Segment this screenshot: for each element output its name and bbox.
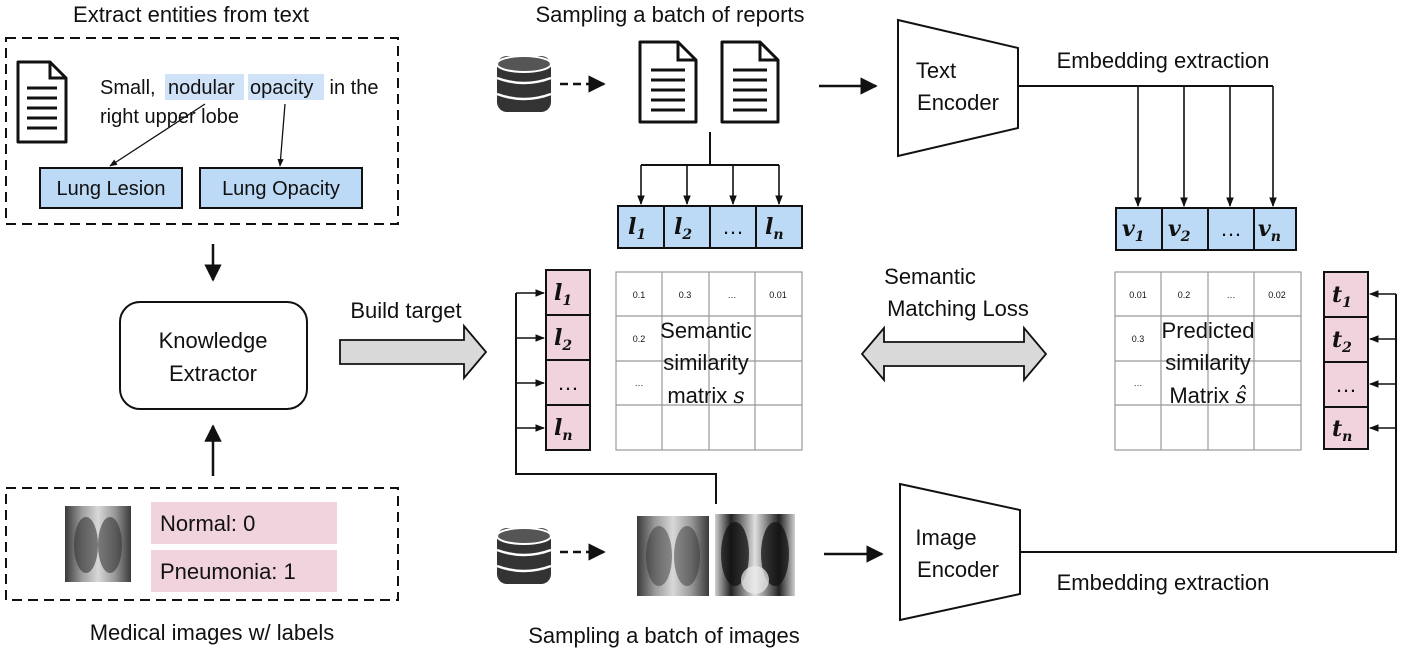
predicted-matrix-label-3: Matrix ŝ <box>1169 383 1246 409</box>
t-column: t1 t2 … tn <box>1323 271 1369 450</box>
highlight-opacity <box>248 74 324 100</box>
predicted-cell-1-4: 0.02 <box>1268 290 1286 300</box>
reports-title: Sampling a batch of reports <box>535 2 804 27</box>
l-column-cell-3: … <box>557 370 579 395</box>
entity-lung-lesion <box>39 167 183 209</box>
label-pneumonia: Pneumonia: 1 <box>160 559 296 584</box>
text-encoder-line2: Encoder <box>917 90 999 115</box>
highlight-nodular <box>165 74 244 100</box>
build-target-arrow <box>339 323 488 381</box>
sentence-line1-pre: Small, <box>100 77 161 99</box>
v-vector-cell-3: … <box>1220 216 1242 241</box>
sentence-line1-post: in the <box>324 77 378 99</box>
label-pneumonia-box <box>151 550 337 592</box>
label-normal: Normal: 0 <box>160 511 255 536</box>
semantic-similarity-matrix: 0.1 0.3 … 0.01 0.2 … Semantic similarity… <box>615 271 803 451</box>
l-column-cell-1: l1 <box>554 280 572 309</box>
predicted-cell-1-1: 0.01 <box>1129 290 1147 300</box>
knowledge-extractor-line1: Knowledge <box>159 328 268 353</box>
t-column-cell-2: t2 <box>1332 327 1352 356</box>
semantic-cell-1-1: 0.1 <box>633 290 646 300</box>
sentence-line2: right upper lobe <box>100 106 239 128</box>
t-column-cell-3: … <box>1335 372 1357 397</box>
database-icon <box>496 55 552 112</box>
sentence-highlight-nodular: nodular <box>168 77 235 99</box>
semantic-cell-3-1: … <box>635 378 644 388</box>
text-encoder-box <box>897 18 1019 158</box>
semantic-cell-2-1: 0.2 <box>633 334 646 344</box>
text-encoder-line1: Text <box>916 58 956 83</box>
entity-lung-opacity <box>199 167 363 209</box>
extract-panel-frame <box>5 37 399 225</box>
knowledge-extractor-line2: Extractor <box>169 361 257 386</box>
l-vector-cell-3: … <box>722 214 744 239</box>
semantic-cell-1-3: … <box>728 290 737 300</box>
xray-image-1 <box>637 516 709 596</box>
semantic-matching-loss-arrow <box>860 325 1048 383</box>
l-column-cell-2: l2 <box>554 325 572 354</box>
predicted-cell-1-3: … <box>1227 290 1236 300</box>
l-vector: l1 l2 … ln <box>617 205 803 249</box>
l-vector-cell-2: l2 <box>674 214 692 243</box>
semantic-matrix-label-3: matrix s <box>667 383 744 409</box>
report-document-icon <box>720 40 780 124</box>
images-panel-caption: Medical images w/ labels <box>90 620 335 645</box>
image-encoder-line2: Encoder <box>917 557 999 582</box>
sentence-highlight-opacity: opacity <box>250 77 313 99</box>
l-vector-cell-n: ln <box>765 214 784 243</box>
l-column: l1 l2 … ln <box>545 269 591 451</box>
predicted-similarity-matrix: 0.01 0.2 … 0.02 0.3 … Predicted similari… <box>1114 271 1302 451</box>
semantic-matrix-label-1: Semantic <box>660 318 752 343</box>
document-icon <box>16 60 68 144</box>
v-vector: v1 v2 … vn <box>1115 207 1297 251</box>
predicted-matrix-label-2: similarity <box>1165 350 1251 375</box>
xray-image-2 <box>715 514 795 596</box>
predicted-cell-3-1: … <box>1134 378 1143 388</box>
images-panel-frame <box>5 487 399 601</box>
v-vector-cell-n: vn <box>1258 216 1281 245</box>
extract-panel-title: Extract entities from text <box>73 2 309 27</box>
predicted-matrix-label-1: Predicted <box>1162 318 1255 343</box>
semantic-cell-1-2: 0.3 <box>679 290 692 300</box>
knowledge-extractor-box <box>119 301 308 410</box>
predicted-cell-2-1: 0.3 <box>1132 334 1145 344</box>
predicted-cell-1-2: 0.2 <box>1178 290 1191 300</box>
database-icon <box>496 527 552 584</box>
label-normal-box <box>151 502 337 544</box>
entity-lung-opacity-label: Lung Opacity <box>222 178 340 200</box>
t-column-cell-n: tn <box>1332 416 1352 445</box>
loss-label-line2: Matching Loss <box>887 296 1029 321</box>
entity-lung-lesion-label: Lung Lesion <box>57 178 166 200</box>
l-column-cell-n: ln <box>554 415 573 444</box>
image-encoder-line1: Image <box>915 525 976 550</box>
image-encoder-box <box>899 482 1021 622</box>
loss-label-line1: Semantic <box>884 264 976 289</box>
t-column-cell-1: t1 <box>1332 282 1352 311</box>
images-batch-caption: Sampling a batch of images <box>528 623 800 648</box>
embedding-extraction-bottom: Embedding extraction <box>1057 570 1270 595</box>
xray-thumbnail-left <box>65 506 131 582</box>
build-target-label: Build target <box>350 298 461 323</box>
embedding-extraction-top: Embedding extraction <box>1057 48 1270 73</box>
semantic-cell-1-4: 0.01 <box>769 290 787 300</box>
report-document-icon <box>638 40 698 124</box>
l-vector-cell-1: l1 <box>628 214 646 243</box>
v-vector-cell-1: v1 <box>1122 216 1145 245</box>
v-vector-cell-2: v2 <box>1168 216 1191 245</box>
semantic-matrix-label-2: similarity <box>663 350 749 375</box>
